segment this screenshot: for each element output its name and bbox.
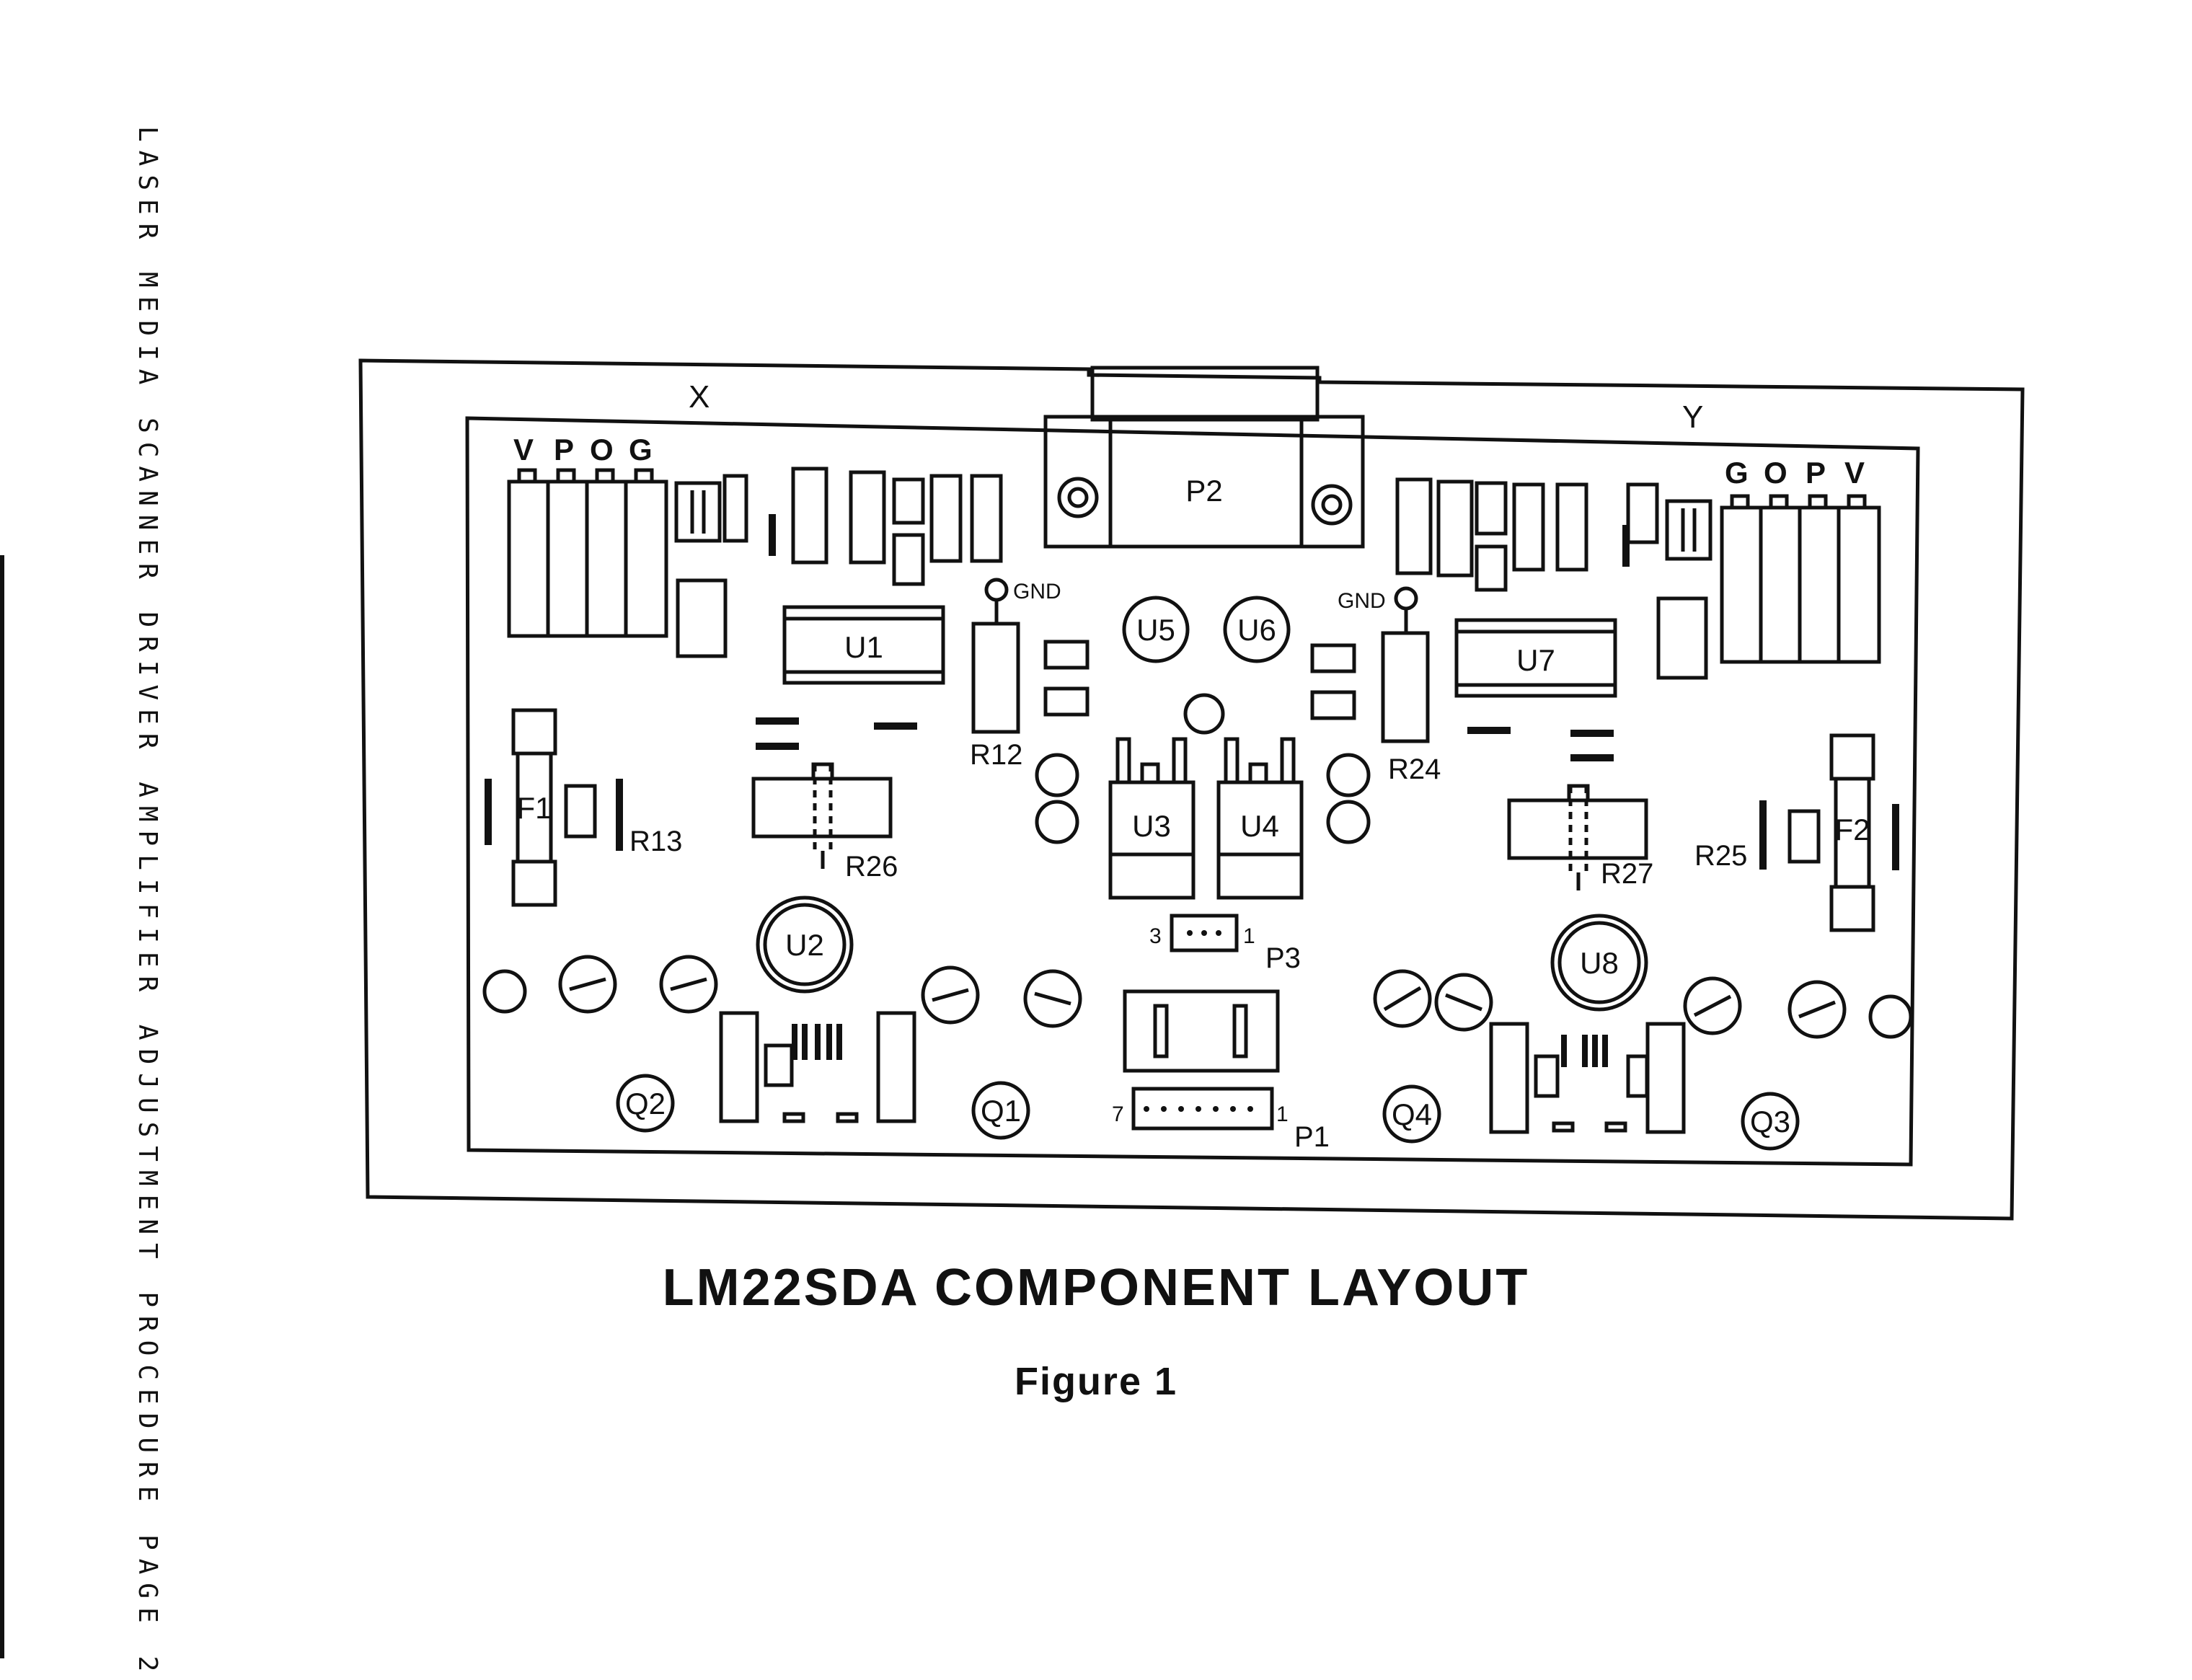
label-p3: P3 (1265, 942, 1301, 974)
terminal-right-p: P (1806, 456, 1826, 490)
page-edge-shadow (0, 555, 4, 1658)
label-u1: U1 (844, 630, 883, 664)
figure-number: Figure 1 (1014, 1360, 1178, 1403)
right-jumper (1665, 499, 1712, 561)
terminal-left-v: V (513, 433, 534, 467)
u8-transistor (1550, 914, 1648, 1012)
label-u4: U4 (1240, 809, 1279, 843)
terminal-left-o: O (590, 433, 614, 467)
p1-connector (1131, 1087, 1274, 1131)
q2-circle (616, 1074, 675, 1133)
label-r12: R12 (970, 739, 1022, 771)
p3-connector (1170, 914, 1239, 952)
p3-pin1: 1 (1243, 924, 1255, 948)
label-q4: Q4 (1392, 1097, 1432, 1131)
r26-resistor (751, 762, 893, 869)
terminal-left-p: P (554, 433, 574, 467)
u1-ic (782, 605, 945, 685)
q4-circle (1382, 1084, 1441, 1144)
q1-circle (971, 1081, 1030, 1140)
terminal-right-o: O (1764, 456, 1787, 490)
left-trimmer-block (507, 468, 668, 638)
u5-circle (1122, 596, 1190, 663)
terminal-left-g: G (629, 433, 653, 467)
board-outer-outline (358, 358, 2025, 1221)
p1-pin1: 1 (1276, 1102, 1289, 1126)
label-q3: Q3 (1750, 1105, 1790, 1139)
label-f1: F1 (516, 791, 552, 825)
label-u3: U3 (1132, 809, 1171, 843)
p2-connector (1043, 366, 1365, 549)
board-inner-outline (465, 416, 1920, 1167)
label-p2: P2 (1185, 474, 1222, 508)
left-jumper (674, 481, 722, 543)
axis-x-label: X (689, 379, 710, 415)
axis-y-label: Y (1682, 399, 1703, 435)
u6-circle (1223, 596, 1291, 663)
label-r24: R24 (1388, 753, 1441, 785)
label-gnd-right: GND (1338, 589, 1386, 613)
label-u6: U6 (1237, 613, 1276, 647)
terminal-right-v: V (1844, 456, 1865, 490)
label-gnd-left: GND (1013, 580, 1061, 604)
u3-package (1108, 737, 1196, 900)
label-r25: R25 (1694, 840, 1747, 872)
q3-circle (1741, 1092, 1800, 1151)
label-q1: Q1 (981, 1094, 1021, 1128)
label-r26: R26 (845, 851, 898, 883)
p1-pin7: 7 (1112, 1102, 1124, 1126)
r27-resistor (1507, 784, 1648, 890)
u7-ic (1454, 618, 1617, 698)
right-trimmer-block (1720, 494, 1881, 664)
terminal-right-g: G (1725, 456, 1749, 490)
label-u7: U7 (1516, 643, 1555, 677)
label-r27: R27 (1601, 858, 1653, 890)
label-u5: U5 (1136, 613, 1175, 647)
u4-package (1216, 737, 1304, 900)
diagram-title: LM22SDA COMPONENT LAYOUT (662, 1259, 1530, 1317)
p3-pin3: 3 (1149, 924, 1162, 948)
label-u8: U8 (1580, 946, 1619, 980)
label-f2: F2 (1834, 813, 1870, 846)
label-u2: U2 (785, 928, 824, 962)
label-q2: Q2 (625, 1087, 666, 1120)
fuse-f1 (511, 708, 557, 907)
label-p1: P1 (1294, 1121, 1330, 1153)
label-r13: R13 (629, 826, 682, 857)
u2-transistor (756, 896, 854, 994)
fuse-f2 (1829, 733, 1875, 932)
